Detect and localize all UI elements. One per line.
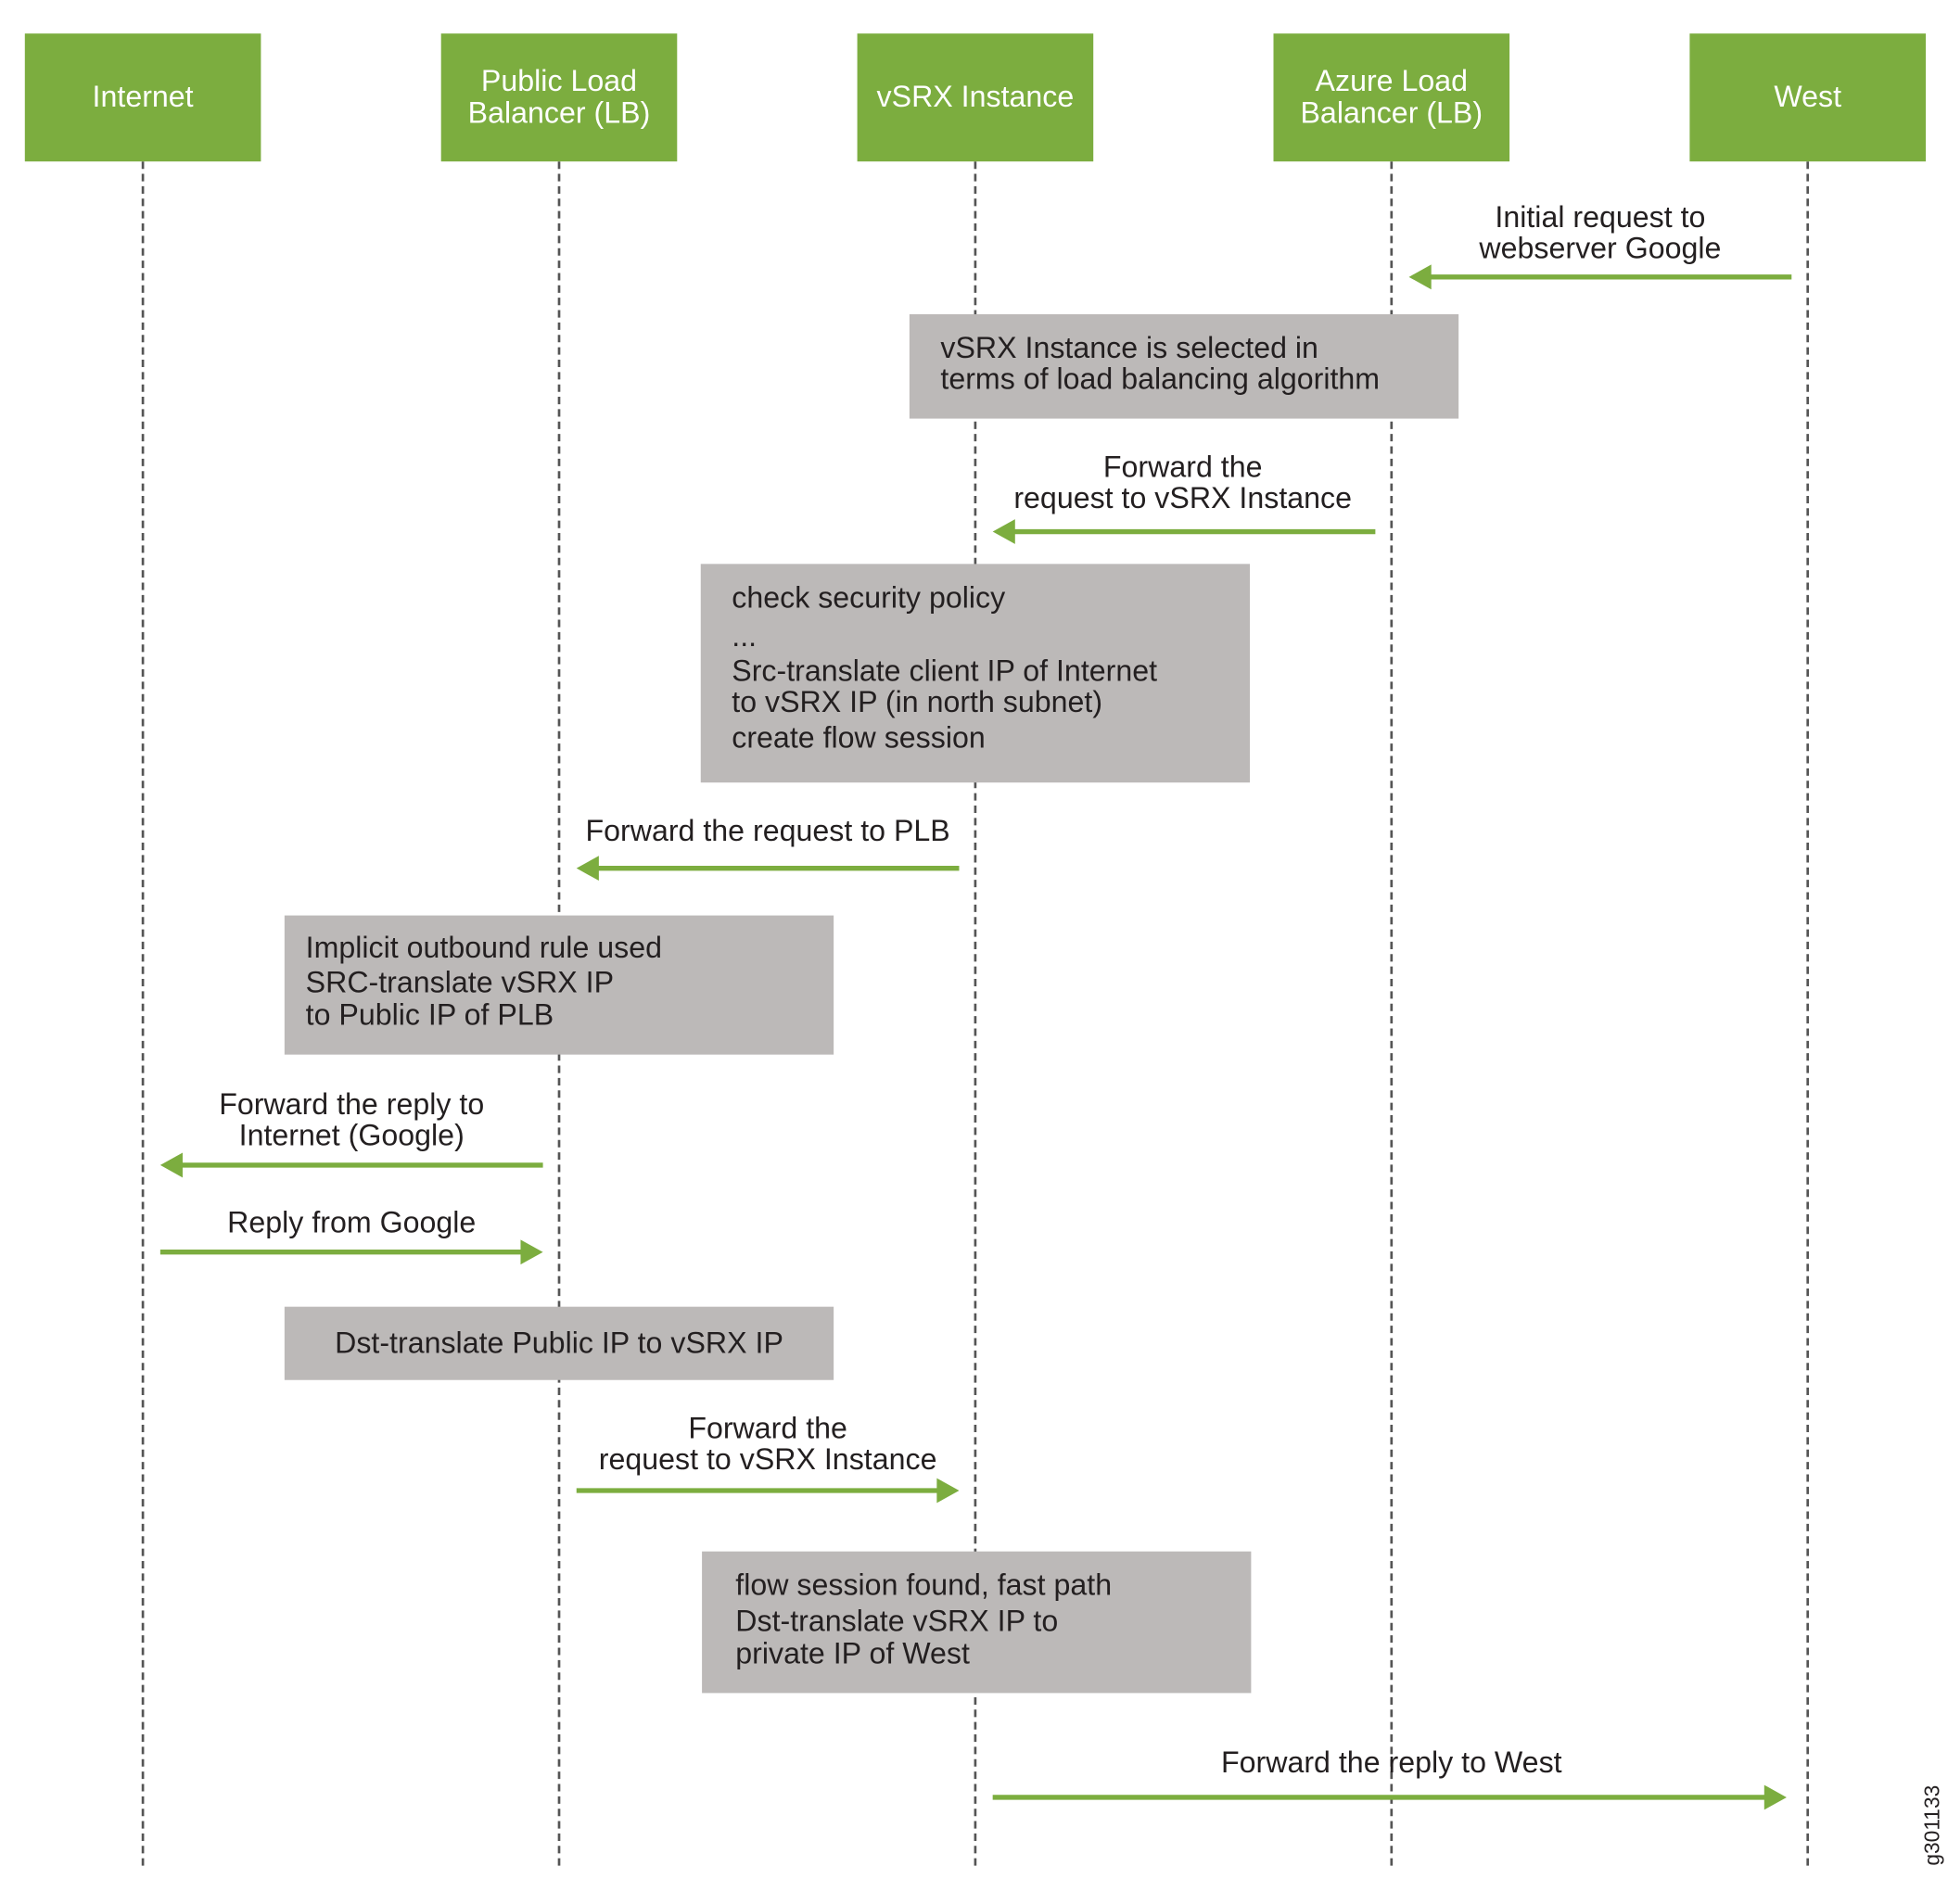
message-label-initial-request: Initial request to webserver Google [1479,201,1722,266]
note-load-balancing: vSRX Instance is selected in terms of lo… [909,314,1459,419]
note-line: terms of load balancing algorithm [940,362,1381,397]
note-dst-translate-public: Dst-translate Public IP to vSRX IP [284,1306,834,1380]
participant-azure-load-balancer: Azure Load Balancer (LB) [1273,33,1510,162]
lifeline-vsrx [974,161,977,1866]
figure-id: g301133 [1920,1784,1945,1866]
arrow-forward-reply-to-vsrx [576,1478,960,1504]
note-security-policy: check security policy ... Src-translate … [700,564,1251,783]
lifeline-alb [1390,161,1394,1866]
message-label-forward-reply-to-west: Forward the reply to West [1220,1746,1562,1781]
lifeline-west [1806,161,1810,1866]
note-line: to Public IP of PLB [305,998,554,1033]
note-line: vSRX Instance is selected in [940,331,1318,365]
arrow-forward-reply-to-west [992,1784,1787,1810]
note-line: flow session found, fast path [735,1568,1113,1603]
participant-internet: Internet [24,33,261,162]
note-outbound-rule: Implicit outbound rule used SRC-translat… [284,915,834,1055]
message-label-forward-reply-to-vsrx: Forward the request to vSRX Instance [598,1412,937,1478]
note-flow-session-found: flow session found, fast path Dst-transl… [702,1551,1252,1694]
note-line: check security policy [732,581,1006,616]
arrow-initial-request [1408,264,1792,290]
note-line: Implicit outbound rule used [305,932,663,966]
lifeline-internet [141,161,145,1866]
participant-vsrx-instance: vSRX Instance [857,33,1094,162]
message-label-forward-reply-to-internet: Forward the reply to Internet (Google) [219,1087,485,1153]
arrow-forward-to-vsrx [992,519,1376,544]
note-line: to vSRX IP (in north subnet) [732,685,1103,719]
arrow-forward-to-plb [576,856,960,882]
message-label-reply-from-google: Reply from Google [227,1206,477,1240]
message-label-forward-to-plb: Forward the request to PLB [585,815,950,849]
note-line: ... [732,619,758,654]
arrow-reply-from-google [159,1239,543,1265]
note-line: create flow session [732,721,986,755]
note-line: Src-translate client IP of Internet [732,654,1158,689]
note-line: Dst-translate vSRX IP to [735,1605,1059,1639]
participant-west: West [1689,33,1926,162]
message-label-forward-to-vsrx: Forward the request to vSRX Instance [1013,451,1353,516]
arrow-forward-reply-to-internet [159,1152,543,1178]
participant-public-load-balancer: Public Load Balancer (LB) [440,33,678,162]
note-line: Dst-translate Public IP to vSRX IP [335,1326,783,1360]
note-line: SRC-translate vSRX IP [305,966,615,1000]
note-line: private IP of West [735,1637,970,1671]
